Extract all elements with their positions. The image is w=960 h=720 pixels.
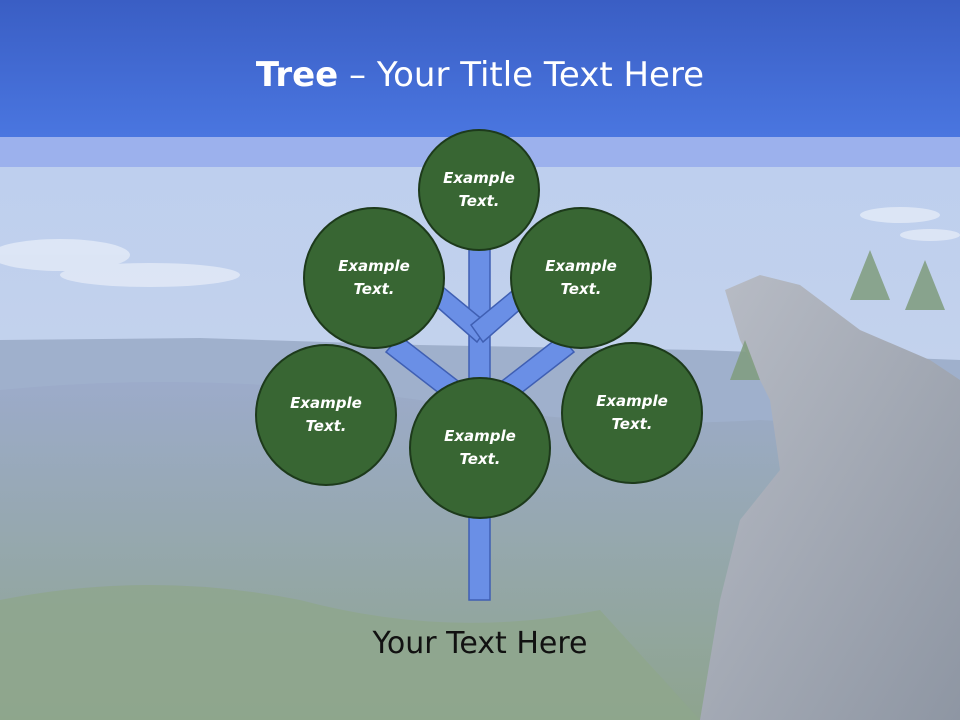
slide-title: Tree – Your Title Text Here: [0, 52, 960, 98]
slide-caption: Your Text Here: [372, 626, 588, 661]
forest-foreground: [0, 585, 700, 720]
trees: [730, 250, 945, 380]
node-lower-right: [561, 342, 703, 484]
title-strong: Tree: [255, 55, 339, 95]
title-bar: [0, 0, 960, 137]
node-top: [418, 129, 540, 251]
node-lower-left: [255, 344, 397, 486]
tree-nodes: [255, 129, 703, 519]
clouds: [0, 207, 960, 287]
node-upper-left: [303, 207, 445, 349]
node-center: [409, 377, 551, 519]
rock-outcrop: [700, 275, 960, 720]
node-upper-right: [510, 207, 652, 349]
title-rest: – Your Title Text Here: [338, 55, 705, 95]
